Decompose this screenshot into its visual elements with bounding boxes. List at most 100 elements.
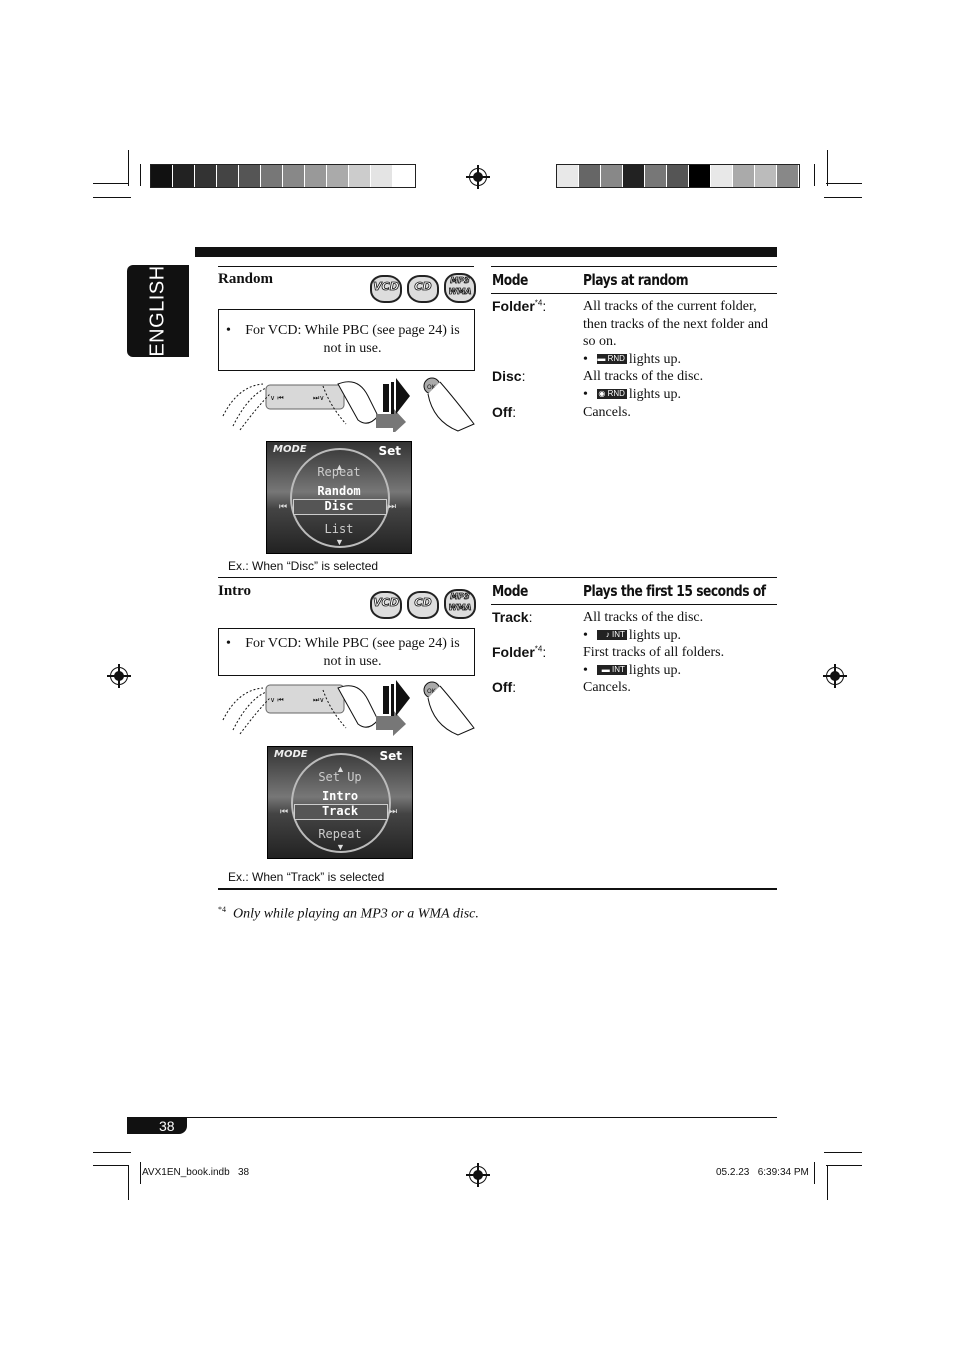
crop-mark — [93, 1152, 131, 1153]
ok-button-label: OK — [427, 688, 437, 695]
color-swatch — [283, 165, 305, 187]
registration-mark-icon — [466, 1163, 490, 1187]
color-swatch — [239, 165, 261, 187]
color-swatch — [689, 165, 711, 187]
screen-item-selected: Random — [317, 484, 361, 498]
color-swatch — [393, 165, 415, 187]
option-description: All tracks of the disc. — [583, 369, 704, 384]
screen-item: Repeat — [317, 465, 361, 479]
crop-mark — [824, 1152, 862, 1153]
color-swatch — [261, 165, 283, 187]
cd-badge-icon: CD — [407, 591, 439, 619]
crop-mark — [93, 1165, 129, 1166]
crop-mark — [827, 150, 828, 186]
section-rule — [218, 266, 474, 267]
table-rule — [491, 266, 777, 267]
footnote: *4 Only while playing an MP3 or a WMA di… — [218, 905, 479, 922]
language-tab-label: ENGLISH — [146, 265, 169, 357]
color-swatch — [327, 165, 349, 187]
registration-mark-icon — [107, 664, 131, 688]
screen-item-selected: Intro — [321, 789, 359, 803]
svg-text:∨ ⏮: ∨ ⏮ — [270, 696, 284, 704]
option-term: Folder*4: — [492, 644, 547, 660]
crop-mark — [824, 197, 862, 198]
color-swatch — [733, 165, 755, 187]
note-text: For VCD: While PBC (see page 24) is not … — [245, 636, 460, 669]
control-panel-hand-illustration: ∨ ⏮ ⏭∨ OK — [222, 377, 475, 432]
crop-mark — [827, 1165, 828, 1200]
screen-item-highlight: Disc — [324, 499, 354, 513]
folder-rnd-indicator-icon: ▬ RND — [596, 353, 627, 364]
option-description: Cancels. — [583, 680, 631, 695]
table-header-desc: Plays at random — [583, 271, 689, 289]
table-header-mode: Mode — [492, 271, 528, 289]
folder-int-indicator-icon: ▬ INT — [596, 664, 627, 675]
color-swatch — [173, 165, 195, 187]
color-swatch — [755, 165, 777, 187]
mp3-wma-badge-icon: MP3 WMA — [444, 589, 476, 619]
svg-text:∨ ⏮: ∨ ⏮ — [270, 394, 284, 402]
screen-mode-label: MODE — [274, 749, 308, 760]
crop-mark — [826, 183, 862, 184]
note-box: • For VCD: While PBC (see page 24) is no… — [218, 309, 475, 371]
crop-mark — [814, 164, 815, 186]
screen-item: List — [324, 522, 354, 536]
screen-mode-label: MODE — [273, 444, 307, 455]
crop-mark — [826, 1165, 862, 1166]
crop-mark — [128, 1165, 129, 1200]
vcd-badge-icon: VCD — [370, 275, 402, 303]
color-swatch — [305, 165, 327, 187]
table-header-desc: Plays the first 15 seconds of — [583, 582, 766, 600]
page-number: 38 — [159, 1118, 175, 1134]
color-calibration-bar-right — [556, 164, 800, 188]
option-description: Cancels. — [583, 405, 631, 420]
option-term: Folder*4: — [492, 298, 547, 314]
section-rule — [218, 577, 777, 578]
color-calibration-bar-left — [150, 164, 416, 188]
color-swatch — [601, 165, 623, 187]
screen-caption: Ex.: When “Disc” is selected — [228, 559, 379, 573]
svg-text:⏭∨: ⏭∨ — [313, 696, 324, 704]
note-box: • For VCD: While PBC (see page 24) is no… — [218, 628, 475, 676]
screen-set-label: Set — [378, 444, 401, 458]
crop-mark — [93, 197, 131, 198]
color-swatch — [151, 165, 173, 187]
option-term: Off: — [492, 679, 517, 695]
mp3-wma-badge-icon: MP3 WMA — [444, 273, 476, 303]
note-text: For VCD: While PBC (see page 24) is not … — [245, 323, 460, 356]
display-screen: MODE Set ▲ Set Up Intro Track ⏮ ⏭ Repeat… — [267, 746, 413, 859]
disc-rnd-indicator-icon: ◉ RND — [596, 388, 627, 399]
cd-badge-icon: CD — [407, 275, 439, 303]
imprint-datetime: 05.2.23 6:39:34 PM — [716, 1167, 809, 1178]
page-number-tab: 38 — [127, 1118, 187, 1134]
registration-mark-icon — [466, 165, 490, 189]
option-description: First tracks of all folders. — [583, 645, 725, 660]
screen-item-highlight: Track — [321, 804, 359, 818]
ok-button-label: OK — [427, 384, 437, 391]
section-title-random: Random — [218, 271, 274, 287]
crop-mark — [93, 183, 129, 184]
crop-mark — [128, 150, 129, 186]
registration-mark-icon — [823, 664, 847, 688]
color-swatch — [371, 165, 393, 187]
screen-caption: Ex.: When “Track” is selected — [228, 870, 385, 884]
footer-rule — [127, 1117, 777, 1118]
control-panel-hand-illustration: ∨ ⏮ ⏭∨ OK — [222, 680, 475, 736]
section-title-intro: Intro — [218, 583, 252, 599]
screen-item: Set Up — [318, 770, 362, 784]
color-swatch — [645, 165, 667, 187]
section-end-rule — [218, 888, 777, 890]
option-term: Disc: — [492, 368, 526, 384]
color-swatch — [557, 165, 579, 187]
language-tab: ENGLISH — [127, 265, 189, 357]
table-rule — [491, 604, 777, 605]
color-swatch — [777, 165, 799, 187]
header-bar — [195, 247, 777, 257]
color-swatch — [667, 165, 689, 187]
color-swatch — [195, 165, 217, 187]
svg-text:⏭∨: ⏭∨ — [313, 394, 324, 402]
screen-set-label: Set — [379, 749, 402, 763]
